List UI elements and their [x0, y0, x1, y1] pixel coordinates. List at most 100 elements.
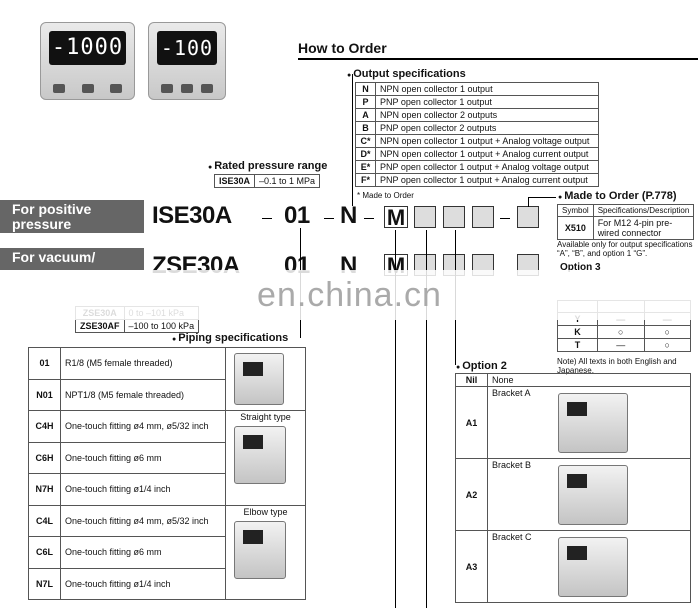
option3-row: K○○ — [557, 325, 691, 339]
output-code: B — [355, 121, 376, 135]
output-desc: PNP open collector 1 output + Analog vol… — [375, 160, 599, 174]
option2-desc: Bracket C — [492, 532, 532, 542]
display-readout-2: -100 — [157, 31, 217, 65]
option3-col-b: ○ — [643, 325, 691, 339]
piping-desc: One-touch fitting ø6 mm — [60, 441, 226, 474]
output-code: A — [355, 108, 376, 122]
piping-code: N7H — [28, 473, 61, 506]
option2-code: Nil — [455, 373, 488, 387]
elbow-type-label: Elbow type — [243, 506, 288, 517]
mto-col-desc: Specifications/Description — [592, 204, 695, 217]
mto-label: Made to Order (P.778) — [564, 190, 677, 202]
option3-col-a: — — [597, 338, 645, 352]
output-desc: NPN open collector 1 output + Analog vol… — [375, 134, 599, 148]
rated-pressure-heading: Rated pressure range — [208, 160, 327, 172]
option2-row: A3 Bracket C — [455, 530, 691, 603]
option2-desc: None — [487, 373, 691, 387]
output-desc: NPN open collector 1 output + Analog cur… — [375, 147, 599, 161]
pressure-switch-image-2: -100 — [148, 22, 226, 100]
output-desc: NPN open collector 2 outputs — [375, 108, 599, 122]
band-positive-pressure: For positive pressure — [0, 200, 144, 233]
piping-spec-label: Piping specifications — [178, 332, 289, 344]
bracket-image — [558, 465, 628, 525]
option2-label: Option 2 — [462, 360, 507, 372]
option3-heading: Option 3 — [560, 262, 601, 273]
dash — [324, 218, 334, 219]
made-to-order-note: * Made to Order — [357, 191, 414, 200]
leader-line — [528, 197, 556, 198]
leader-line — [395, 230, 396, 608]
piping-desc: One-touch fitting ø4 mm, ø5/32 inch — [60, 504, 226, 537]
output-spec-row: F*PNP open collector 1 output + Analog c… — [355, 173, 599, 187]
port-code-positive: 01 — [284, 202, 310, 229]
rated-pressure-label: Rated pressure range — [214, 160, 328, 172]
output-code: C* — [355, 134, 376, 148]
option2-desc: Bracket B — [492, 460, 532, 470]
option2-heading: Option 2 — [456, 360, 507, 372]
piping-desc: R1/8 (M5 female threaded) — [60, 347, 226, 380]
straight-type-label: Straight type — [240, 412, 291, 422]
option2-code: A3 — [455, 530, 488, 603]
output-code: E* — [355, 160, 376, 174]
option3-col-b: ○ — [643, 338, 691, 352]
option2-desc-cell: Bracket B — [487, 458, 691, 531]
option3-code: K — [557, 325, 598, 339]
dash — [262, 218, 272, 219]
piping-code: C6H — [28, 441, 61, 474]
output-code-positive: N — [340, 202, 357, 229]
piping-image-cell — [225, 347, 306, 411]
made-to-order-heading: Made to Order (P.778) — [558, 190, 677, 202]
option-slot — [472, 206, 494, 228]
straight-fitting-image — [234, 426, 286, 484]
mto-col-symbol: Symbol — [557, 204, 594, 217]
output-desc: NPN open collector 1 output — [375, 82, 599, 96]
display-readout-1: -1000 — [49, 31, 126, 65]
option3-note: Note) All texts in both English and Japa… — [557, 357, 677, 375]
piping-desc: One-touch fitting ø1/4 inch — [60, 567, 226, 600]
output-spec-row: D*NPN open collector 1 output + Analog c… — [355, 147, 599, 161]
leader-line — [528, 197, 529, 207]
piping-desc: One-touch fitting ø6 mm — [60, 536, 226, 569]
piping-code: C4L — [28, 504, 61, 537]
piping-code: N01 — [28, 378, 61, 411]
option2-code: A2 — [455, 458, 488, 531]
fitting-image — [234, 353, 284, 405]
m-code-positive: M — [384, 206, 408, 229]
piping-desc: One-touch fitting ø1/4 inch — [60, 473, 226, 506]
output-spec-heading: Output specifications — [347, 68, 465, 80]
option-slot — [414, 206, 436, 228]
dash — [364, 218, 374, 219]
output-desc: PNP open collector 1 output + Analog cur… — [375, 173, 599, 187]
bracket-image — [558, 537, 628, 597]
output-desc: PNP open collector 1 output — [375, 95, 599, 109]
pressure-switch-image-1: -1000 — [40, 22, 135, 100]
option2-desc-cell: Bracket C — [487, 530, 691, 603]
option3-row: T—○ — [557, 338, 691, 352]
leader-line — [426, 230, 427, 608]
piping-code: C6L — [28, 536, 61, 569]
watermark: en.china.cn — [0, 270, 699, 320]
title-rule — [298, 58, 698, 60]
band-vacuum: For vacuum/ — [0, 248, 144, 270]
bracket-image — [558, 393, 628, 453]
piping-image-cell: Straight type — [225, 410, 306, 506]
mto-code: X510 — [557, 216, 594, 240]
elbow-fitting-image — [234, 520, 286, 579]
vacuum-code: ZSE30AF — [75, 319, 125, 333]
option3-code: T — [557, 338, 598, 352]
model-code-positive: ISE30A — [152, 202, 232, 229]
